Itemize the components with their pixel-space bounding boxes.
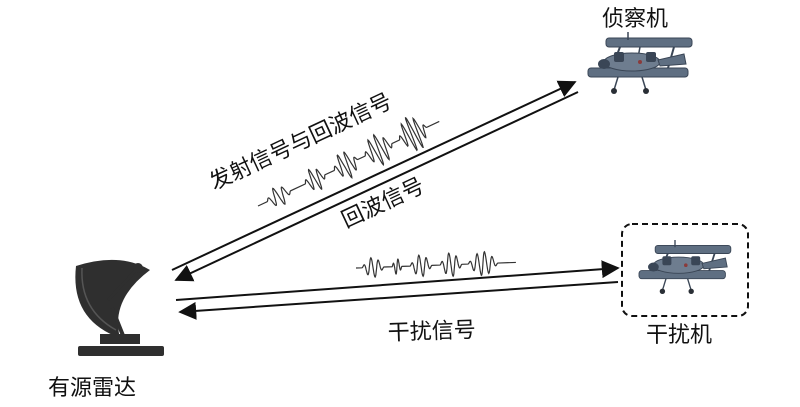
label-jammer-aircraft: 干扰机 (646, 323, 712, 348)
arrow-recon-to-radar (174, 91, 579, 282)
arrow-jammer-to-radar (178, 281, 619, 320)
jammer-frame (621, 223, 749, 317)
label-radar: 有源雷达 (48, 376, 136, 401)
transmit-echo-waveform (257, 116, 440, 207)
radar-dish-icon (75, 259, 164, 356)
label-recon-aircraft: 侦察机 (602, 7, 668, 32)
arrow-radar-to-recon (171, 80, 577, 271)
biplane-icon (638, 240, 732, 294)
biplane-icon (587, 32, 693, 94)
label-jamming: 干扰信号 (387, 318, 476, 346)
jamming-waveform (355, 250, 516, 279)
arrow-radar-to-jammer (175, 260, 620, 301)
